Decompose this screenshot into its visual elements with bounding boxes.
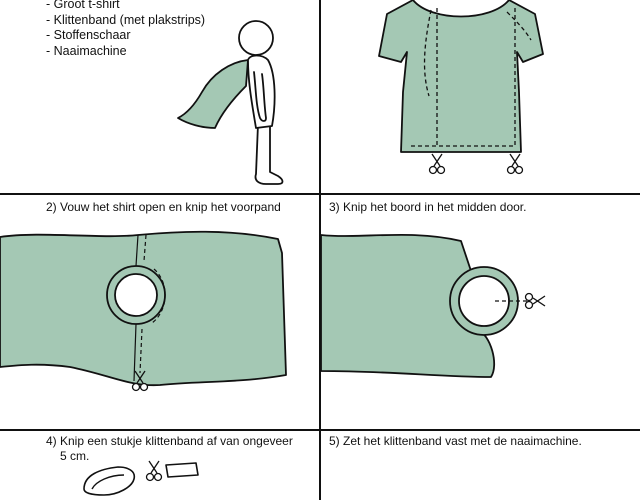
shirt-collar-illustration [321,233,546,378]
scissors-icon [506,153,524,175]
caped-figure-illustration [177,20,284,185]
panel-step-4: 4) Knip een stukje klittenband af van on… [0,431,319,500]
materials-item: - Stoffenschaar [46,28,131,42]
open-shirt-illustration [0,230,287,392]
step-4-title: 4) Knip een stukje klittenband af van on… [46,434,293,448]
panel-step-2: 2) Vouw het shirt open en knip het voorp… [0,195,319,429]
materials-item: - Klittenband (met plakstrips) [46,12,206,27]
step-5-title: 5) Zet het klittenband vast met de naaim… [329,434,582,448]
scissors-icon [428,153,446,175]
materials-item: - Naaimachine [46,43,127,58]
step-3-title: 3) Knip het boord in het midden door. [329,200,527,214]
scissors-icon [145,460,163,482]
panel-tshirt [321,0,640,193]
scissors-icon [131,370,149,392]
panel-step-3: 3) Knip het boord in het midden door. [321,195,640,429]
materials-list: - Groot t-shirt - Klittenband (met plaks… [46,0,205,59]
step-4-title-continued: 5 cm. [60,449,90,463]
panel-materials: - Groot t-shirt - Klittenband (met plaks… [0,0,319,193]
scissors-icon [524,292,546,310]
grid-divider-vertical [319,0,321,500]
velcro-strip-illustration [83,460,199,496]
step-2-title: 2) Vouw het shirt open en knip het voorp… [46,200,281,214]
tshirt-illustration [378,0,544,175]
panel-step-5: 5) Zet het klittenband vast met de naaim… [321,431,640,500]
materials-item: - Groot t-shirt [46,0,120,11]
